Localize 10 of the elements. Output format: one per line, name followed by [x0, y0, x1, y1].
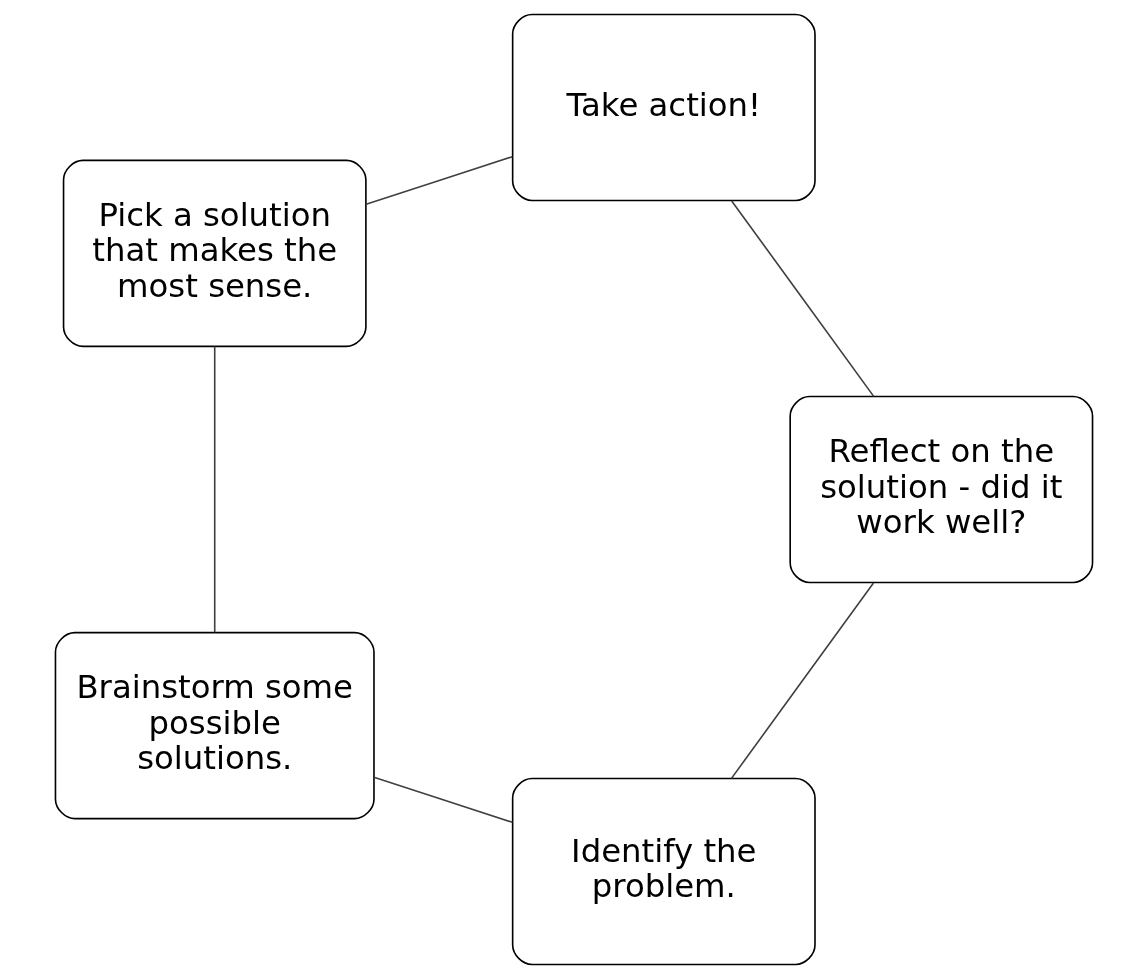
node-box: Take action!: [511, 13, 816, 202]
connector: [730, 582, 875, 780]
connector: [730, 200, 875, 398]
connector: [373, 776, 514, 824]
connector: [365, 155, 514, 205]
node-box: Identify the problem.: [511, 777, 816, 966]
node-box: Brainstorm some possible solutions.: [54, 631, 375, 820]
connector: [213, 345, 216, 634]
node-box: Pick a solution that makes the most sense.: [62, 159, 367, 348]
node-box: Reflect on the solution - did it work well?: [789, 395, 1094, 584]
